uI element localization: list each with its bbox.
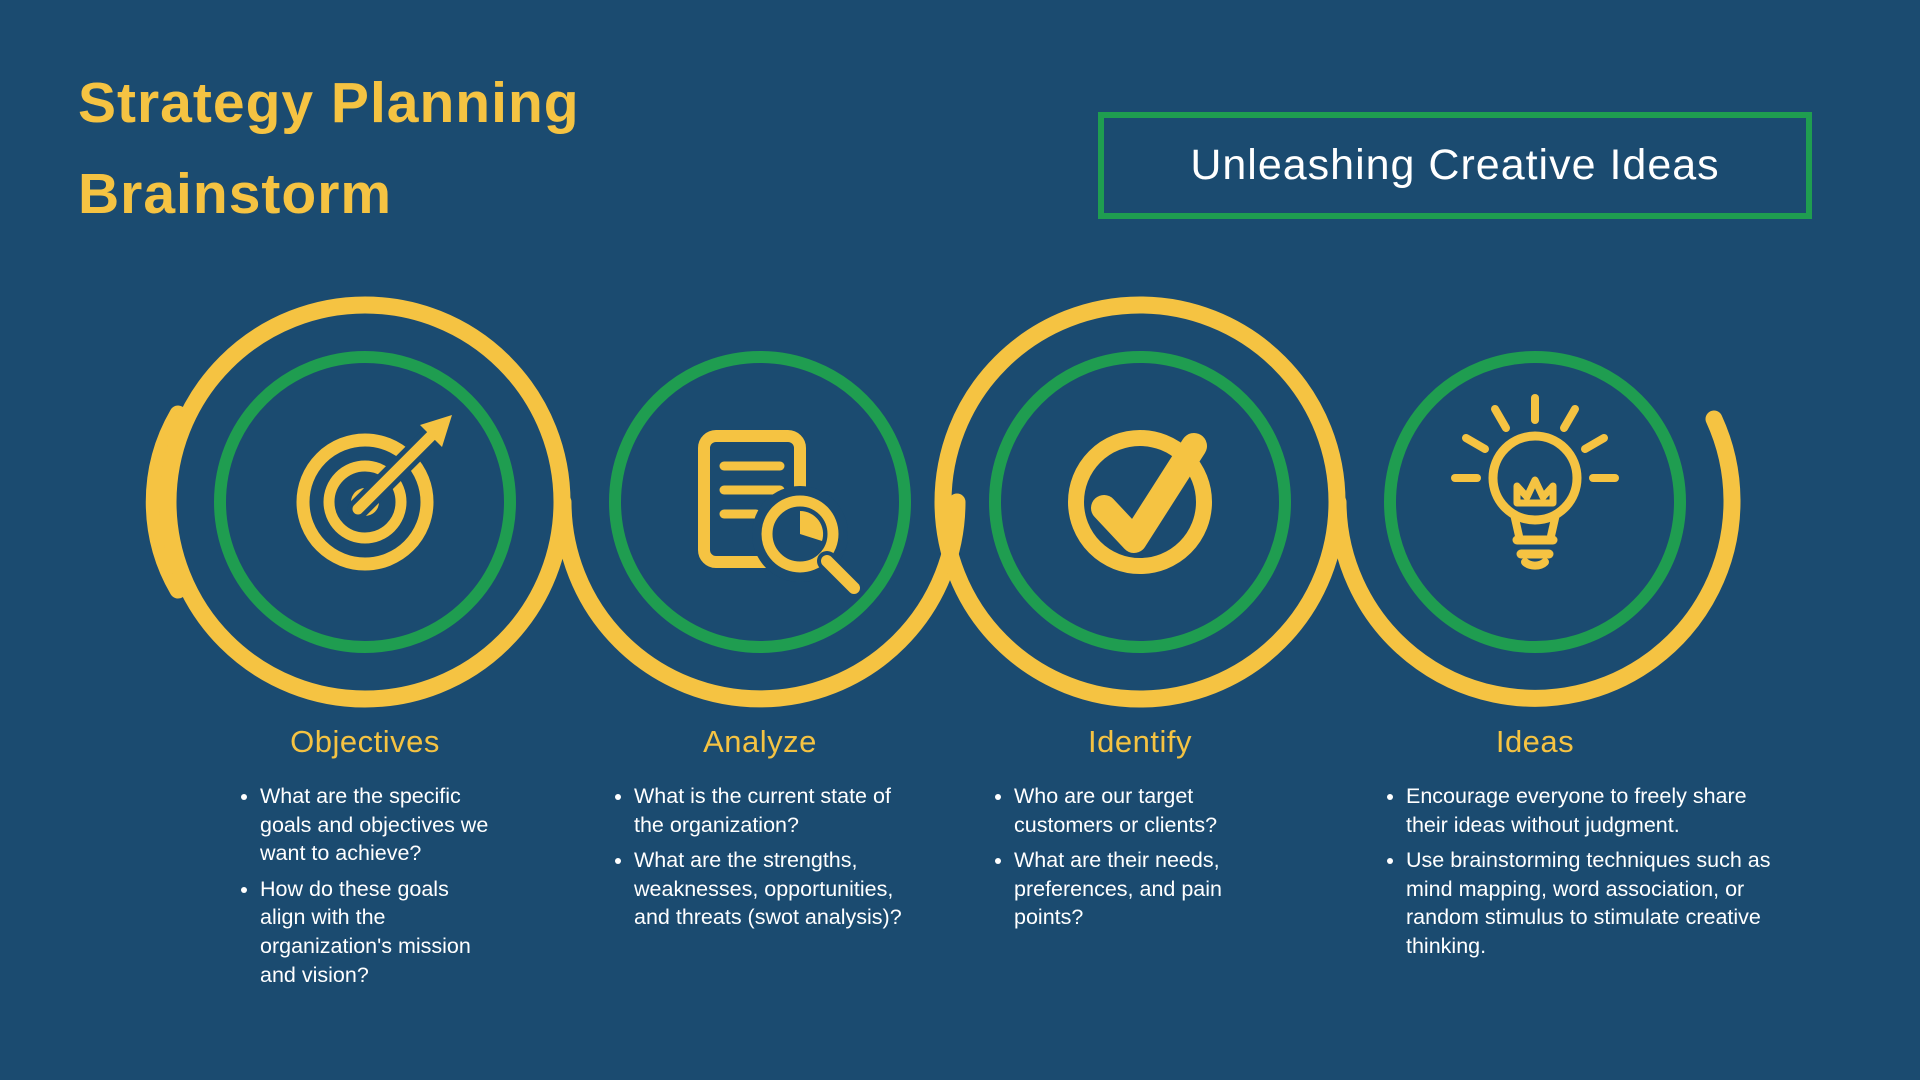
page-title-line-2: Brainstorm <box>78 162 393 227</box>
wave-under-analyze <box>554 493 966 708</box>
subtitle-banner-text: Unleashing Creative Ideas <box>1190 141 1720 189</box>
checkmark-icon <box>1068 430 1212 574</box>
bullet-item: What are the strengths, weaknesses, oppo… <box>634 846 912 932</box>
step-circle-analyze <box>609 351 911 653</box>
bullet-item: What is the current state of the organiz… <box>634 782 912 839</box>
step-label-ideas: Ideas <box>1495 724 1575 759</box>
document-analysis-icon <box>698 430 864 598</box>
step-bullets-ideas: Encourage everyone to freely share their… <box>1382 782 1794 968</box>
subtitle-banner: Unleashing Creative Ideas <box>1098 112 1812 219</box>
page-title: Strategy Planning Brainstorm <box>78 58 580 240</box>
step-bullets-identify: Who are our target customers or clients?… <box>990 782 1294 939</box>
bullet-item: What are the specific goals and objectiv… <box>260 782 498 868</box>
step-label-identify: Identify <box>1088 724 1192 759</box>
lightbulb-icon <box>1451 394 1619 570</box>
bullet-list-analyze: What is the current state of the organiz… <box>610 782 912 932</box>
bullet-item: How do these goals align with the organi… <box>260 875 498 989</box>
step-circle-ideas <box>1384 351 1686 653</box>
step-circle-identify <box>989 351 1291 653</box>
bullet-item: Use brainstorming techniques such as min… <box>1406 846 1794 960</box>
page-title-line-1: Strategy Planning <box>78 71 580 135</box>
step-bullets-analyze: What is the current state of the organiz… <box>610 782 912 939</box>
bullet-item: What are their needs, preferences, and p… <box>1014 846 1294 932</box>
step-label-analyze: Analyze <box>703 724 817 759</box>
wave-under-ideas <box>1329 410 1741 707</box>
target-icon <box>296 415 452 571</box>
bullet-item: Encourage everyone to freely share their… <box>1406 782 1794 839</box>
bullet-item: Who are our target customers or clients? <box>1014 782 1294 839</box>
bullet-list-objectives: What are the specific goals and objectiv… <box>236 782 498 989</box>
step-label-objectives: Objectives <box>290 724 440 759</box>
wave-left-hook <box>145 405 187 599</box>
wave-ring-identify <box>934 296 1346 708</box>
bullet-list-ideas: Encourage everyone to freely share their… <box>1382 782 1794 961</box>
step-bullets-objectives: What are the specific goals and objectiv… <box>236 782 498 996</box>
step-circle-objectives <box>214 351 516 653</box>
bullet-list-identify: Who are our target customers or clients?… <box>990 782 1294 932</box>
